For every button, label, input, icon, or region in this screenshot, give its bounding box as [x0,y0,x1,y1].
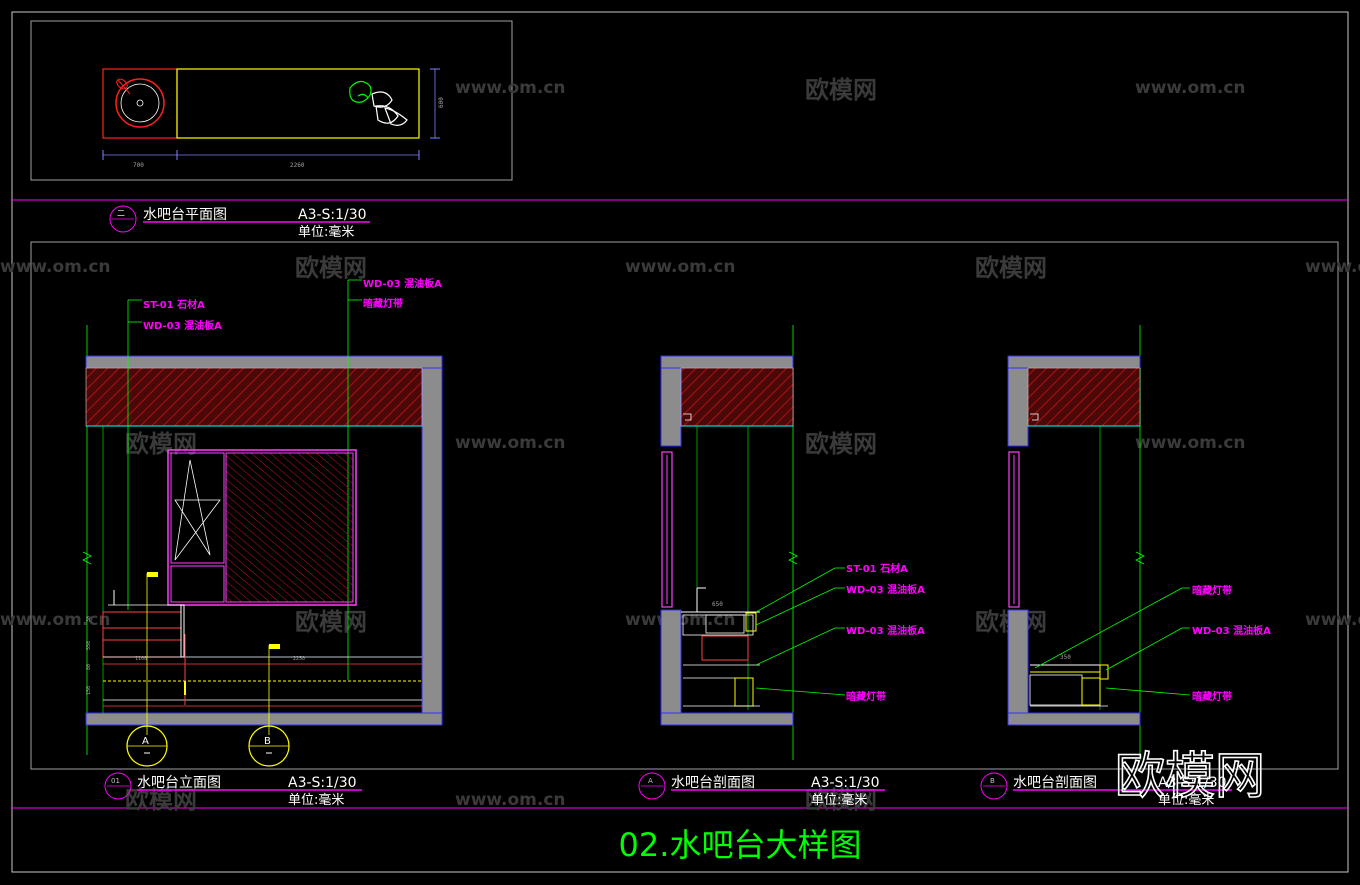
section-a-title: 水吧台剖面图 [671,775,755,791]
plan-view: 700 2260 600 [102,68,445,169]
svg-text:30: 30 [86,616,92,622]
section-b-unit: 单位:毫米 [1158,792,1214,808]
brand-logo-watermark: 欧模网 [1115,747,1265,805]
elev-callout-light: 暗藏灯带 [363,297,403,310]
svg-text:www.om.cn: www.om.cn [0,610,111,630]
svg-text:150: 150 [86,686,92,695]
svg-text:www.om.cn: www.om.cn [455,433,566,453]
section-b-view: 350 暗藏灯带 WD-03 混油板A 暗藏灯带 [1007,325,1271,760]
section-a-unit: 单位:毫米 [811,792,867,808]
elevation-unit: 单位:毫米 [288,792,344,808]
section-b-symbol: B [990,777,995,785]
plan-scale: A3-S:1/30 [298,207,367,223]
svg-text:欧模网: 欧模网 [295,608,367,636]
svg-text:550: 550 [86,641,92,650]
section-b-callouts: 暗藏灯带 WD-03 混油板A 暗藏灯带 [1034,584,1271,703]
section-a-callouts: ST-01 石材A WD-03 混油板A WD-03 混油板A 暗藏灯带 [755,562,925,703]
svg-text:650: 650 [712,601,723,608]
svg-text:2250: 2250 [293,656,305,662]
section-marker-b: B [248,725,290,767]
sec-b-callout-board: WD-03 混油板A [1192,624,1271,637]
svg-text:www.om.cn: www.om.cn [1135,78,1246,98]
elevation-scale: A3-S:1/30 [288,775,357,791]
plan-symbol: 二 [117,209,125,218]
plan-dim-left: 700 [133,162,144,169]
watermark-layer: www.om.cn 欧模网 www.om.cn www.om.cn 欧模网 ww… [0,76,1360,814]
elevation-callouts: ST-01 石材A WD-03 混油板A WD-03 混油板A 暗藏灯带 [128,277,442,332]
svg-text:www.om.cn: www.om.cn [625,257,736,277]
section-a-scale: A3-S:1/30 [811,775,880,791]
svg-text:www.om.cn: www.om.cn [0,257,111,277]
svg-text:欧模网: 欧模网 [295,254,367,282]
svg-text:B: B [264,736,271,747]
elev-callout-board: WD-03 混油板A [143,319,222,332]
plan-title-block: 二 水吧台平面图 A3-S:1/30 单位:毫米 [109,205,370,240]
main-title: 02.水吧台大样图 [619,826,862,864]
svg-text:80: 80 [86,664,92,670]
svg-text:欧模网: 欧模网 [975,254,1047,282]
elevation-view: 30 550 80 150 1100 2250 A B ST-01 石材A WD [82,277,443,767]
elevation-title-block: 01 水吧台立面图 A3-S:1/30 单位:毫米 [104,772,362,808]
section-b-scale: A3-S:1/30 [1158,775,1227,791]
section-a-symbol: A [648,777,653,785]
svg-text:欧模网: 欧模网 [805,76,877,104]
svg-text:350: 350 [1060,654,1071,661]
plant-icon [349,80,408,126]
section-b-title-block: B 水吧台剖面图 A3-S:1/30 单位:毫米 [980,772,1232,808]
sec-a-callout-board-2: WD-03 混油板A [846,624,925,637]
section-a-title-block: A 水吧台剖面图 A3-S:1/30 单位:毫米 [638,772,885,808]
drawing-frame [11,11,1349,873]
plan-dim-right: 2260 [290,162,305,169]
sec-a-callout-board: WD-03 混油板A [846,583,925,596]
plan-title: 水吧台平面图 [143,207,227,223]
sec-b-callout-light-2: 暗藏灯带 [1192,690,1232,703]
svg-text:www.om.cn: www.om.cn [1305,610,1360,630]
section-a-view: 650 ST-01 石材A WD-03 混油板A WD-03 混油板A 暗藏灯带 [660,325,925,760]
plan-dim-height: 600 [438,97,445,108]
elevation-symbol: 01 [111,777,120,785]
sec-a-callout-light: 暗藏灯带 [846,690,886,703]
section-marker-a: A [126,725,168,767]
section-b-title: 水吧台剖面图 [1013,775,1097,791]
elev-callout-board-2: WD-03 混油板A [363,277,442,290]
svg-text:欧模网: 欧模网 [805,430,877,458]
svg-text:欧模网: 欧模网 [125,430,197,458]
svg-text:www.om.cn: www.om.cn [455,78,566,98]
svg-text:www.om.cn: www.om.cn [1305,257,1360,277]
svg-text:1100: 1100 [135,656,147,662]
sec-a-callout-stone: ST-01 石材A [846,562,908,575]
elevation-title: 水吧台立面图 [137,775,221,791]
plan-unit: 单位:毫米 [298,224,354,240]
svg-text:A: A [142,736,149,747]
sec-b-callout-light: 暗藏灯带 [1192,584,1232,597]
elev-callout-stone: ST-01 石材A [143,298,205,311]
svg-text:www.om.cn: www.om.cn [455,790,566,810]
svg-text:www.om.cn: www.om.cn [1135,433,1246,453]
